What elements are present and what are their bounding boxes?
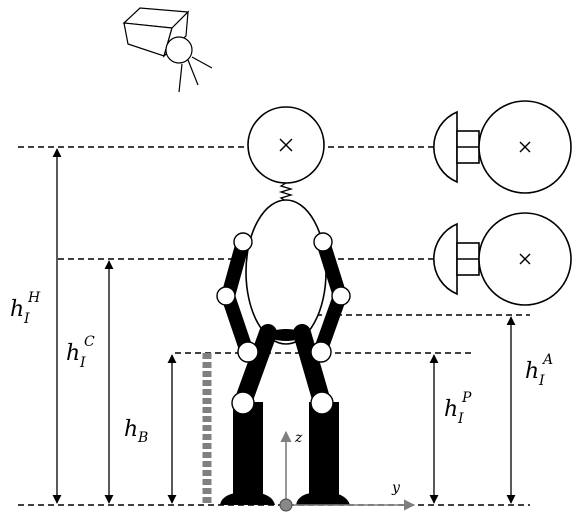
svg-text:C: C bbox=[84, 334, 95, 350]
right-leg bbox=[293, 324, 331, 411]
svg-text:h: h bbox=[124, 417, 138, 442]
svg-text:P: P bbox=[461, 390, 472, 406]
svg-text:I: I bbox=[23, 311, 30, 327]
label-hB: h B bbox=[124, 417, 148, 446]
left-hand-joint bbox=[237, 341, 259, 363]
joints bbox=[216, 232, 351, 415]
svg-text:A: A bbox=[541, 352, 553, 368]
right-shin bbox=[309, 402, 339, 497]
svg-text:h: h bbox=[444, 397, 458, 422]
left-foot bbox=[220, 492, 275, 505]
hip-bar bbox=[268, 329, 304, 341]
cross-marker-icon bbox=[279, 138, 293, 152]
svg-text:H: H bbox=[27, 290, 41, 306]
svg-text:h: h bbox=[66, 341, 80, 366]
svg-text:h: h bbox=[525, 359, 539, 384]
y-axis-label: y bbox=[391, 480, 401, 496]
right-foot bbox=[296, 492, 350, 505]
side-view-bottom bbox=[433, 212, 572, 306]
cross-marker-icon bbox=[519, 141, 531, 153]
left-shoulder-joint bbox=[233, 232, 253, 252]
z-axis-label: z bbox=[294, 430, 303, 446]
label-hA: h I A bbox=[525, 352, 553, 389]
left-knee-joint bbox=[231, 391, 255, 415]
label-hH: h I H bbox=[10, 290, 41, 327]
robot-torso bbox=[245, 199, 327, 345]
camera-icon bbox=[122, 7, 213, 93]
label-hP: h I P bbox=[444, 390, 472, 427]
right-knee-joint bbox=[310, 391, 334, 415]
robot-figure bbox=[216, 106, 351, 505]
left-leg bbox=[234, 324, 277, 411]
svg-text:I: I bbox=[79, 355, 86, 371]
left-shin bbox=[233, 402, 263, 497]
svg-text:B: B bbox=[137, 430, 148, 446]
neck-spring bbox=[278, 182, 294, 202]
svg-text:I: I bbox=[457, 411, 464, 427]
left-elbow-joint bbox=[216, 286, 236, 306]
svg-text:I: I bbox=[538, 373, 545, 389]
axes-origin bbox=[279, 498, 293, 512]
cross-marker-icon bbox=[519, 253, 531, 265]
svg-text:h: h bbox=[10, 297, 24, 322]
side-view-top bbox=[433, 100, 572, 194]
coordinate-axes: z y bbox=[279, 430, 416, 512]
right-elbow-joint bbox=[331, 286, 351, 306]
dimension-arrows bbox=[52, 148, 516, 504]
label-hC: h I C bbox=[66, 334, 95, 371]
right-shoulder-joint bbox=[313, 232, 333, 252]
right-hand-joint bbox=[310, 341, 332, 363]
